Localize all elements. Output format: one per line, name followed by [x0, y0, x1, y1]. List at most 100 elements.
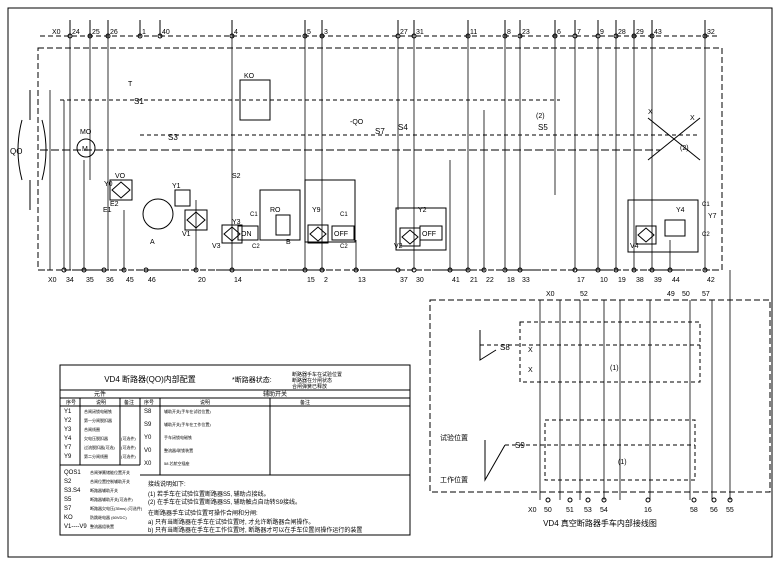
- table-subtitle: *断路器状态:: [232, 375, 272, 384]
- table-col-left-1: 说明: [96, 399, 106, 406]
- remark2-2: b) 只有当断路器在手车在工作位置时, 断路器才可以在手车位置间操作运行的装置: [148, 526, 362, 534]
- bottom-terminal-node-4: [121, 267, 127, 273]
- table-bottom-row-2-desc: 断路器辅助开关: [90, 487, 118, 493]
- remarks-title: 接线说明如下:: [148, 480, 186, 488]
- bottom-terminal-node-9: [319, 267, 325, 273]
- bottom-terminal-10: 13: [358, 277, 366, 284]
- right-bottom-terminal-5: 16: [644, 507, 652, 514]
- bottom-terminal-node-19: [595, 267, 601, 273]
- right-bottom-node-7: [711, 497, 717, 503]
- label-m: M: [82, 146, 88, 153]
- bottom-terminal-15: 22: [486, 277, 494, 284]
- label-s2: S2: [232, 173, 241, 180]
- y1-box: [174, 189, 191, 207]
- bottom-terminal-6: 20: [198, 277, 206, 284]
- table-bottom-row-0-id: QOS1: [64, 470, 81, 476]
- top-terminal-19: 43: [654, 29, 662, 36]
- bottom-terminal-node-8: [302, 267, 308, 273]
- right-top-terminal-2: 49: [667, 291, 675, 298]
- table-note-2: 断路器在分闸状态: [292, 377, 332, 384]
- label-y2: Y2: [418, 207, 427, 214]
- label-mo: MO: [80, 129, 92, 136]
- bottom-terminal-3: 36: [106, 277, 114, 284]
- label-s8: S8: [500, 343, 510, 352]
- label-qo: QO: [10, 147, 22, 156]
- label-e1: E1: [103, 207, 112, 214]
- breaker-enclosure: [37, 47, 723, 271]
- label-v0: VO: [115, 173, 126, 180]
- table-col-right-2: 备注: [300, 399, 310, 406]
- label-y7: Y7: [708, 213, 717, 220]
- top-terminal-5: 40: [162, 29, 170, 36]
- table-right-row-4-desc: 58 芯航空插座: [164, 460, 190, 466]
- label-v1: V1: [182, 231, 191, 238]
- top-terminal-11: 11: [470, 29, 477, 36]
- table-right-row-0-desc: 辅助开关(手车在试验位置): [164, 408, 211, 414]
- bottom-terminal-22: 39: [654, 277, 662, 284]
- s9-lever: [484, 440, 506, 482]
- table-bottom-row-1-id: S2: [64, 479, 72, 485]
- top-terminal-4: 1: [142, 29, 146, 36]
- remark-2: (2) 在手车在试验位置断路器S5, 辅助触点自动转S9接线。: [148, 498, 301, 506]
- y4-enclosure: [627, 199, 699, 253]
- bottom-terminal-4: 45: [126, 277, 134, 284]
- table-bottom-row-3-id: S5: [64, 497, 72, 503]
- bottom-terminal-node-7: [229, 267, 235, 273]
- label-c1-b: C1: [340, 212, 348, 218]
- remarks2-title: 在断路器手车试验位置可操作合闸和分闸:: [148, 509, 258, 517]
- label-c1-c: C1: [702, 202, 710, 208]
- off-coil-box-2: [419, 225, 443, 241]
- top-terminal-20: 32: [707, 29, 715, 36]
- table-bottom-row-6-desc: 整流器组装置: [90, 523, 114, 529]
- label-ro: RO: [270, 207, 281, 214]
- label-v4: V4: [630, 243, 639, 250]
- bottom-terminal-11: 37: [400, 277, 408, 284]
- table-col-right-0: 序号: [144, 399, 154, 406]
- label-off-2: OFF: [422, 231, 436, 238]
- interlock-mechanism: [142, 198, 174, 230]
- label-y3: Y3: [232, 219, 241, 226]
- table-left-row-4-desc: 过流脱扣器(可选): [84, 444, 115, 450]
- bottom-terminal-node-21: [631, 267, 637, 273]
- top-terminal-9: 27: [400, 29, 408, 36]
- label-e2: E2: [110, 201, 119, 208]
- rectifier-v2: [399, 227, 421, 247]
- table-left-row-1-desc: 第一分闸脱扣器: [84, 417, 112, 423]
- label-x1: X: [528, 347, 533, 354]
- rectifier-v3: [221, 224, 243, 244]
- table-note-1: 断路器手车在试验位置: [292, 371, 342, 378]
- label-v3: V3: [212, 243, 221, 250]
- top-terminal-node-13: [517, 33, 523, 39]
- label-y1: Y1: [172, 183, 181, 190]
- top-terminal-14: 6: [557, 29, 561, 36]
- right-bottom-terminal-3: 53: [584, 507, 592, 514]
- top-terminal-1: 24: [72, 29, 80, 36]
- bottom-terminal-24: 42: [707, 277, 715, 284]
- label-test-position: 试验位置: [440, 433, 468, 442]
- bottom-terminal-node-17: [517, 267, 523, 273]
- label-s9: S9: [515, 441, 525, 450]
- right-bottom-terminal-6: 58: [690, 507, 698, 514]
- label-x3: X: [690, 115, 695, 122]
- bottom-terminal-node-22: [649, 267, 655, 273]
- top-terminal-6: 4: [234, 29, 238, 36]
- bottom-terminal-9: 2: [324, 277, 328, 284]
- table-col-right-1: 说明: [200, 399, 210, 406]
- bottom-terminal-12: 30: [416, 277, 424, 284]
- table-bottom-row-5-id: KO: [64, 515, 73, 521]
- table-right-row-3-desc: 整流器/联锁装置: [164, 447, 193, 453]
- label-off: OFF: [334, 231, 348, 238]
- qo-breaker-symbol: [17, 119, 23, 181]
- bottom-terminal-23: 44: [672, 277, 680, 284]
- table-bottom-row-0-desc: 合闸弹簧储能位置开关: [90, 469, 130, 475]
- bottom-terminal-node-5: [143, 267, 149, 273]
- label-c1: C1: [250, 212, 258, 218]
- table-right-row-2-id: Y0: [144, 435, 152, 441]
- table-right-row-4-id: X0: [144, 461, 152, 467]
- right-top-terminal-1: 52: [580, 291, 588, 298]
- vertical-wires: [49, 20, 706, 270]
- label-a: A: [150, 239, 155, 246]
- label-y4: Y4: [676, 207, 685, 214]
- right-bottom-terminal-1: 50: [544, 507, 552, 514]
